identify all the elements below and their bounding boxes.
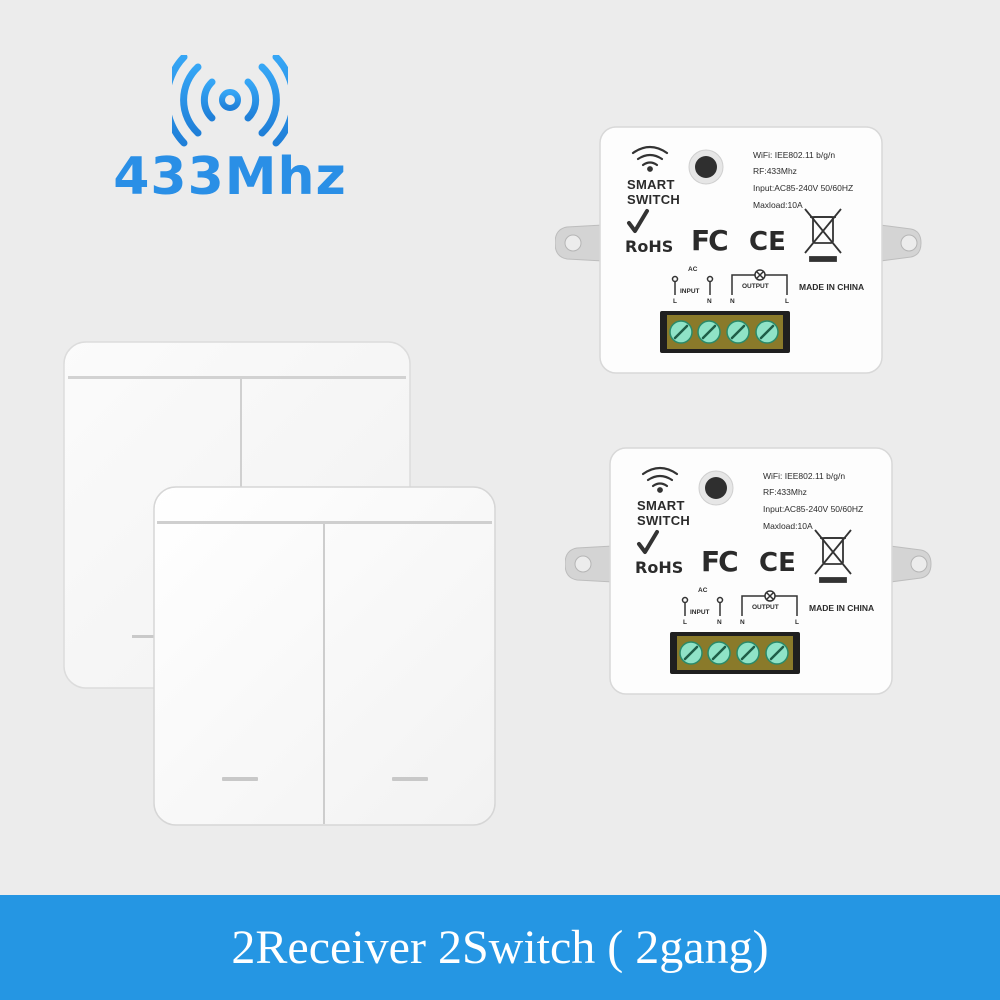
label-input: INPUT [690,609,710,616]
receiver-spec-wifi: WiFi: IEE802.11 b/g/n [753,150,836,160]
receiver-module-1: SMART SWITCH WiFi: IEE802.11 b/g/n RF:43… [555,125,935,375]
label-input-n: N [717,619,722,626]
fc-mark: FC [691,224,729,257]
receiver-brand-line1: SMART [637,498,685,513]
label-input-n: N [707,298,712,305]
receiver-brand-line2: SWITCH [637,513,691,528]
label-input-l: L [673,298,677,305]
label-output-n: N [740,619,745,626]
receiver-spec-input: Input:AC85-240V 50/60HZ [753,183,854,193]
weee-bin-icon [804,208,842,262]
rf-signal-icon [172,55,288,147]
label-output: OUTPUT [752,604,779,611]
label-output-l: L [795,619,799,626]
receiver-brand-line2: SWITCH [627,192,681,207]
label-ac: AC [698,587,708,594]
label-output: OUTPUT [742,283,769,290]
ce-mark: CE [759,548,796,578]
caption-banner: 2Receiver 2Switch ( 2gang) [0,895,1000,1000]
wifi-icon [631,145,669,172]
label-input: INPUT [680,288,700,295]
label-ac: AC [688,266,698,273]
receiver-spec-wifi: WiFi: IEE802.11 b/g/n [763,471,846,481]
receiver-brand-line1: SMART [627,177,675,192]
label-input-l: L [683,619,687,626]
wifi-icon [641,466,679,493]
weee-bin-icon [814,529,852,583]
label-output-l: L [785,298,789,305]
receiver-spec-rf: RF:433Mhz [753,166,797,176]
receiver-spec-rf: RF:433Mhz [763,487,807,497]
made-in-label: MADE IN CHINA [809,603,875,613]
rohs-mark: RoHS [635,558,684,577]
frequency-badge: 433Mhz [100,55,360,225]
frequency-label: 433Mhz [113,147,347,207]
fc-mark: FC [701,545,739,578]
label-output-n: N [730,298,735,305]
receiver-spec-maxload: Maxload:10A [753,200,803,210]
made-in-label: MADE IN CHINA [799,282,865,292]
wall-switch-front [152,485,497,827]
receiver-spec-maxload: Maxload:10A [763,521,813,531]
receiver-spec-input: Input:AC85-240V 50/60HZ [763,504,864,514]
ce-mark: CE [749,227,786,257]
rohs-mark: RoHS [625,237,674,256]
caption-text: 2Receiver 2Switch ( 2gang) [231,921,769,974]
receiver-module-2: SMART SWITCH WiFi: IEE802.11 b/g/n RF:43… [565,446,945,696]
